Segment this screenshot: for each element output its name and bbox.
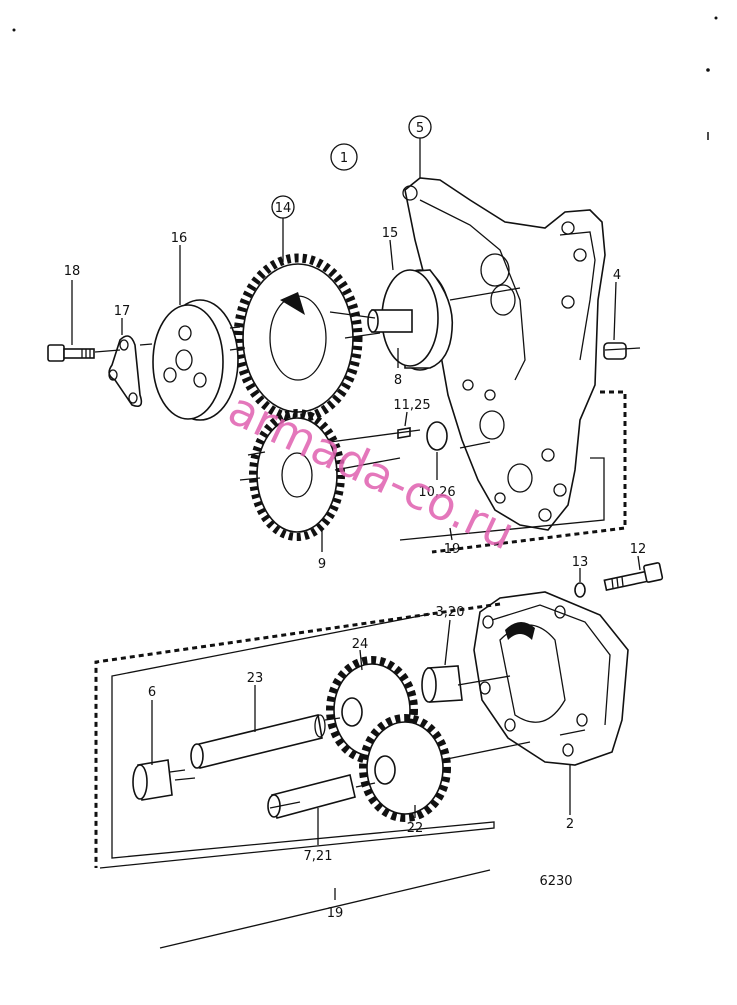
- callout-2: 2: [566, 817, 574, 832]
- bottom-group-line: [159, 869, 491, 949]
- key-part-11-25: [397, 427, 411, 439]
- bearing-sleeve-part-15: [367, 269, 454, 371]
- bolt-part-18: [47, 344, 95, 362]
- bushing-part-6: [132, 759, 173, 801]
- callout-6: 6: [148, 685, 156, 700]
- callout-22: 22: [407, 821, 424, 836]
- callout-17: 17: [114, 304, 131, 319]
- callout-circle-14: [271, 195, 295, 219]
- callout-9: 9: [318, 557, 326, 572]
- lock-washer-part-17: [108, 335, 143, 408]
- callout-7-21: 7,21: [304, 849, 333, 864]
- callout-24: 24: [352, 637, 369, 652]
- pump-gear-part-22: [359, 714, 451, 822]
- callout-13: 13: [572, 555, 589, 570]
- callout-5: 5: [416, 121, 424, 136]
- callout-4: 4: [613, 268, 621, 283]
- callout-12: 12: [630, 542, 647, 557]
- callout-18: 18: [64, 264, 81, 279]
- callout-23: 23: [247, 671, 264, 686]
- callout-8: 8: [394, 373, 402, 388]
- bushing-part-3-20: [421, 665, 463, 703]
- callout-1: 1: [340, 151, 348, 166]
- callout-15: 15: [382, 226, 399, 241]
- callout-3-20: 3,20: [436, 605, 465, 620]
- washer-part-10-26: [426, 421, 448, 451]
- washer-part-13: [574, 582, 586, 598]
- callout-19-lower: 19: [327, 906, 344, 921]
- scan-mark: [706, 68, 710, 72]
- scan-mark: [12, 28, 16, 32]
- dowel-part-4: [603, 342, 627, 360]
- callout-19-upper: 19: [444, 542, 461, 557]
- callout-circle-1: [330, 143, 358, 171]
- lower-group-bracket: [94, 602, 501, 868]
- upper-group-inner-bracket: [399, 457, 605, 541]
- large-gear-part-14: [233, 253, 363, 423]
- callout-14: 14: [275, 201, 292, 216]
- drive-gear-part-9: [249, 409, 345, 541]
- callout-11-25: 11,25: [393, 398, 430, 413]
- rear-plate-part-5: [402, 177, 606, 531]
- callout-10-26: 10,26: [418, 485, 455, 500]
- hub-flange-part-16: [152, 299, 239, 421]
- pin-part-7-21: [267, 774, 356, 819]
- bolt-part-12: [603, 562, 664, 591]
- callout-circle-5: [408, 115, 432, 139]
- lower-group-inner-bracket: [99, 613, 495, 869]
- upper-group-bracket: [431, 390, 627, 554]
- pump-housing-part-2: [473, 591, 629, 766]
- axis-lines: [94, 287, 641, 809]
- scan-mark: [714, 16, 718, 20]
- figure-number: 6230: [539, 874, 572, 889]
- shaft-part-23: [190, 714, 326, 769]
- callout-16: 16: [171, 231, 188, 246]
- leader-lines: [71, 138, 641, 900]
